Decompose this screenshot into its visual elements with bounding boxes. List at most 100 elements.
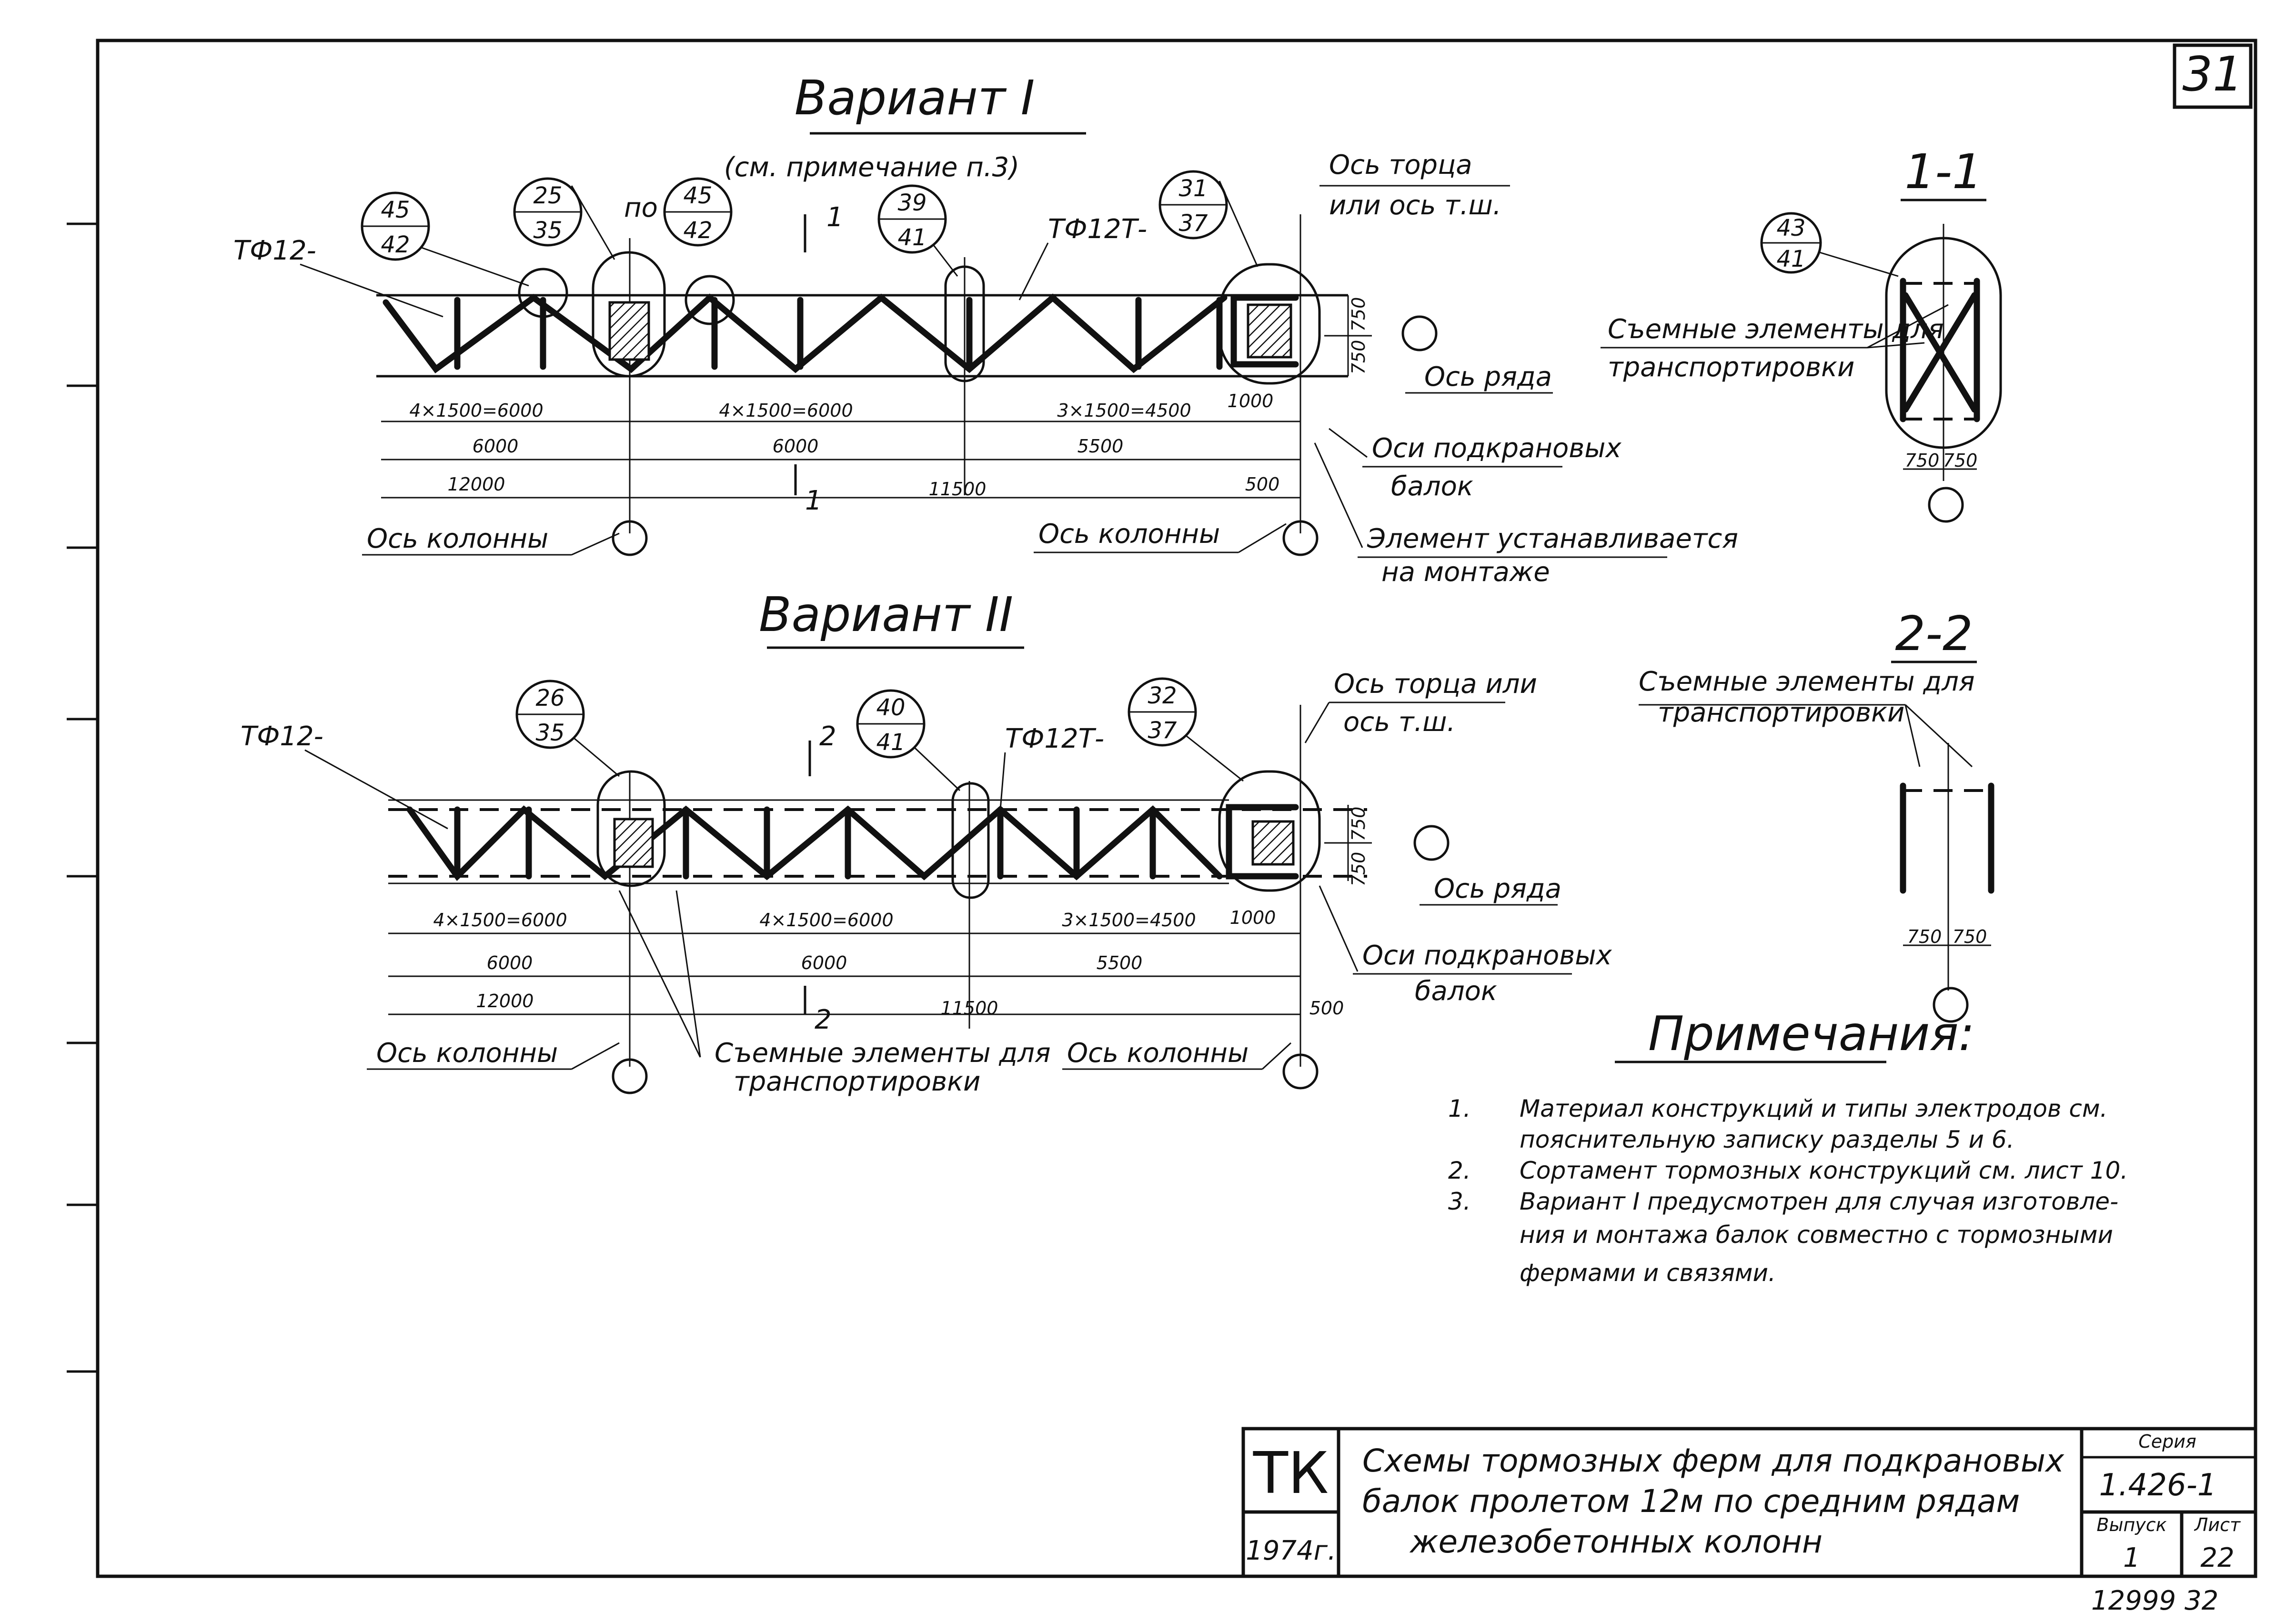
dim-1-panels-left: 4×1500=6000 bbox=[409, 400, 543, 421]
dimension-lines-1 bbox=[381, 295, 1372, 499]
variant-1-title: Вариант I bbox=[795, 70, 1035, 126]
column-axis-2-left-leader bbox=[571, 1042, 620, 1070]
column-axis-1-left-label: Ось колонны bbox=[367, 523, 548, 554]
column-axis-2-right-leader bbox=[1261, 1042, 1292, 1070]
truss-2-diagonals bbox=[406, 805, 1223, 881]
dim-1-panels-mid: 4×1500=6000 bbox=[719, 400, 853, 421]
crane-axes-1-line1: Оси подкрановых bbox=[1372, 433, 1621, 464]
dim-2-1000: 1000 bbox=[1230, 907, 1276, 928]
end-axis-2-label-line2: ось т.ш. bbox=[1343, 707, 1455, 738]
tf12t-label-2: ТФ12Т- bbox=[1005, 723, 1104, 754]
variant-1-subtitle: (см. примечание п.3) bbox=[724, 152, 1019, 183]
svg-text:37: 37 bbox=[1178, 210, 1208, 237]
callout-1-3: 39 41 bbox=[877, 184, 958, 277]
dim-1-panels-right: 3×1500=4500 bbox=[1057, 400, 1191, 421]
crane-axes-2-line1: Оси подкрановых bbox=[1362, 940, 1612, 971]
section-2-2-label-line1: Съемные элементы для bbox=[1639, 666, 1975, 697]
svg-text:41: 41 bbox=[897, 224, 926, 251]
column-axis-1-left-circle bbox=[612, 520, 648, 556]
tf12-2-leader bbox=[304, 749, 448, 830]
section-2-2-leader-b bbox=[1904, 704, 1973, 768]
dim-2-12000: 12000 bbox=[476, 991, 534, 1011]
tf12t-2-leader bbox=[999, 752, 1006, 810]
sheet-number: 31 bbox=[2182, 46, 2243, 102]
element-note-line2: на монтаже bbox=[1381, 557, 1550, 588]
section-2-2-axis-circle bbox=[1933, 987, 1969, 1023]
column-axis-2-left-circle bbox=[612, 1058, 648, 1094]
row-axis-2-label: Ось ряда bbox=[1434, 873, 1561, 904]
beam-section-1b bbox=[1247, 303, 1292, 359]
section-mark-2-top-label: 2 bbox=[819, 721, 836, 752]
end-axis-1-label-line1: Ось торца bbox=[1329, 150, 1472, 180]
issue-value: 1 bbox=[2123, 1542, 2140, 1573]
variant-2-title: Вариант II bbox=[759, 587, 1013, 642]
note-3-line3: фермами и связями. bbox=[1520, 1259, 1776, 1287]
series-label: Серия bbox=[2138, 1431, 2196, 1452]
margin-ticks bbox=[67, 222, 98, 1373]
dim-2-11500: 11500 bbox=[941, 998, 998, 1019]
callout-section-1-1: 43 41 bbox=[1760, 212, 1899, 277]
section-mark-1-bottom-label: 1 bbox=[805, 485, 822, 516]
end-axis-1-label-line2: или ось т.ш. bbox=[1329, 190, 1501, 221]
dim-1-1000: 1000 bbox=[1228, 390, 1274, 411]
callout-1-2: 45 42 bbox=[663, 177, 733, 247]
crane-axes-2-leader bbox=[1319, 885, 1359, 972]
column-axis-2-right-label: Ось колонны bbox=[1067, 1038, 1249, 1069]
removable-2-line1: Съемные элементы для bbox=[715, 1038, 1051, 1069]
section-1-1-dim-a: 750 bbox=[1905, 450, 1940, 471]
channel-1b bbox=[1230, 294, 1299, 368]
title-block-line3: железобетонных колонн bbox=[1409, 1523, 1823, 1560]
dim-1-11500: 11500 bbox=[929, 479, 987, 500]
section-1-1-diag-b bbox=[1902, 292, 1978, 413]
title-block-frame bbox=[1241, 1427, 2257, 1578]
channel-2b bbox=[1226, 804, 1299, 880]
dim-2-panels-right: 3×1500=4500 bbox=[1062, 910, 1196, 931]
title-block: ТК 1974г. Схемы тормозных ферм для подкр… bbox=[1241, 1427, 2257, 1578]
callout-1-4: 31 37 bbox=[1158, 170, 1259, 267]
svg-text:41: 41 bbox=[876, 729, 905, 756]
variant-1: Вариант I (см. примечание п.3) bbox=[233, 70, 1738, 588]
section-1-1: 1-1 43 41 750 750 Съемные элементы для т… bbox=[1601, 144, 2002, 523]
dim-2-v750a: 750 bbox=[1348, 807, 1369, 841]
column-axis-2-right-circle bbox=[1282, 1053, 1319, 1090]
node-circle-1b bbox=[685, 275, 735, 325]
section-1-1-label-line2: транспортировки bbox=[1608, 352, 1854, 383]
svg-text:35: 35 bbox=[533, 217, 562, 244]
crane-axes-1-line2: балок bbox=[1391, 471, 1473, 502]
note-1-num: 1. bbox=[1448, 1095, 1471, 1122]
svg-text:42: 42 bbox=[683, 217, 712, 244]
detail-oval-1c bbox=[1218, 263, 1321, 385]
svg-text:39: 39 bbox=[897, 190, 926, 216]
title-block-line2: балок пролетом 12м по средним рядам bbox=[1362, 1483, 2020, 1520]
tf12-label: ТФ12- bbox=[233, 235, 316, 266]
dim-1-500: 500 bbox=[1245, 474, 1280, 495]
svg-text:45: 45 bbox=[381, 197, 410, 223]
section-1-1-leader-a bbox=[1867, 342, 1925, 349]
dim-1-12000: 12000 bbox=[448, 474, 505, 495]
detail-oval-1a bbox=[592, 251, 666, 378]
tf12t-label: ТФ12Т- bbox=[1048, 214, 1147, 245]
title-block-org: ТК bbox=[1253, 1441, 1329, 1507]
tf12-label-2: ТФ12- bbox=[241, 721, 323, 752]
section-1-1-axis-circle bbox=[1928, 487, 1964, 523]
section-2-2-label-line2: транспортировки bbox=[1658, 697, 1904, 728]
callout-2-0: 26 35 bbox=[515, 680, 620, 777]
truss-2-verticals bbox=[454, 806, 1156, 880]
dimension-lines-2 bbox=[388, 805, 1372, 1015]
note-1-line2: пояснительную записку разделы 5 и 6. bbox=[1520, 1126, 2014, 1153]
crane-axes-1-leader bbox=[1329, 428, 1368, 458]
column-axis-1-right-circle bbox=[1282, 520, 1319, 556]
node-circle-1a bbox=[518, 268, 568, 318]
dim-1-6000b: 6000 bbox=[773, 436, 819, 457]
svg-text:42: 42 bbox=[381, 231, 410, 258]
dim-2-6000b: 6000 bbox=[801, 952, 847, 973]
dim-2-v750b: 750 bbox=[1348, 852, 1369, 887]
beam-section-2a bbox=[613, 818, 654, 868]
callout-2-1: 40 41 bbox=[856, 689, 961, 791]
callout-1-1: 25 35 bbox=[513, 177, 615, 260]
row-axis-2-circle bbox=[1413, 825, 1450, 861]
note-3-line2: ния и монтажа балок совместно с тормозны… bbox=[1520, 1221, 2113, 1249]
detail-oval-1b bbox=[944, 265, 985, 382]
variant-2: Вариант II bbox=[241, 587, 1612, 1097]
section-2-2-dim-a: 750 bbox=[1907, 926, 1942, 947]
